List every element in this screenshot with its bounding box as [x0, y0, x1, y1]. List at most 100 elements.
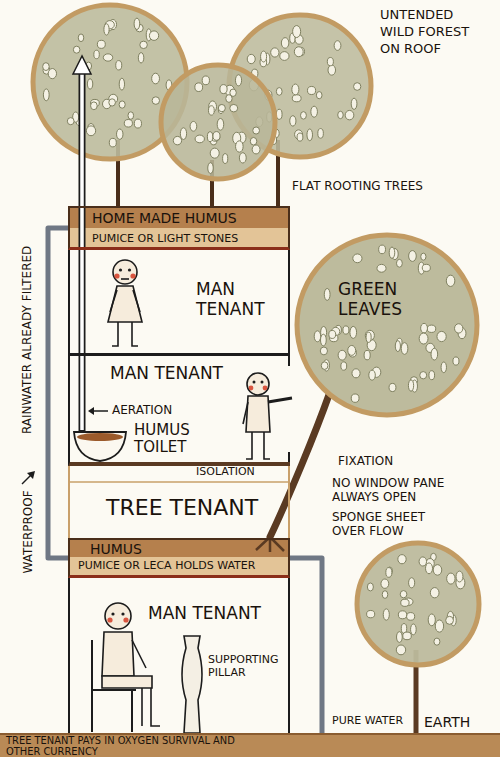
figure-thigh — [102, 676, 152, 688]
leaf-spot — [367, 583, 373, 591]
pillar-label: SUPPORTING PILLAR — [208, 654, 284, 679]
man-figure — [243, 373, 292, 459]
pumice-layer — [68, 228, 290, 250]
leaf-spot — [301, 112, 307, 119]
leaf-spot — [400, 591, 407, 598]
leaf-spot — [379, 245, 386, 254]
leaf-spot — [327, 58, 333, 66]
leaf-spot — [434, 638, 440, 645]
leaf-spot — [426, 563, 433, 574]
leaf-spot — [252, 145, 260, 154]
leaf-spots — [367, 553, 465, 654]
leaf-spot — [408, 380, 413, 391]
figure-cheek — [123, 617, 128, 622]
roof-note: UNTENDED WILD FOREST ON ROOF — [380, 6, 484, 57]
leaf-spot — [348, 345, 356, 355]
leaf-spot — [138, 53, 143, 63]
figure-cheek — [130, 273, 135, 278]
leaf-spot — [140, 41, 148, 48]
leaf-spot — [208, 106, 214, 115]
leaf-spot — [396, 259, 402, 267]
band-title: HOME MADE HUMUS — [92, 210, 237, 226]
leaf-spot — [318, 129, 324, 139]
room-label: TREE TENANT — [106, 495, 258, 520]
figure-cheek — [249, 386, 254, 391]
leaf-spot — [409, 251, 417, 262]
leaf-spot — [446, 616, 454, 624]
leca-layer — [68, 557, 290, 578]
leaf-spot — [369, 370, 376, 380]
leaf-spot — [401, 343, 408, 355]
layer-note: WATERPROOF — [21, 490, 35, 573]
leaf-spot — [428, 614, 435, 626]
figure-arm — [133, 290, 140, 312]
leaf-spot — [207, 132, 212, 142]
leaf-spot — [320, 347, 327, 355]
figure-eye — [121, 612, 124, 615]
leaf-spot — [236, 141, 244, 152]
leaf-spot — [383, 609, 389, 620]
leaf-spot — [431, 348, 438, 360]
earth-band: TREE TENANT PAYS IN OXYGEN SURVIVAL AND … — [0, 733, 500, 757]
figure-cheek — [107, 617, 112, 622]
figure-eye — [119, 268, 122, 271]
tree-room-box: TREE TENANT — [68, 482, 290, 538]
leaf-spot — [401, 599, 409, 606]
leaf-spot — [316, 92, 322, 99]
leaf-spot — [338, 111, 343, 118]
leaf-spot — [351, 98, 357, 109]
room-label: MAN TENANT — [148, 604, 261, 624]
humus-toilet — [74, 432, 126, 461]
leaf-spot — [314, 331, 320, 342]
leaf-spot — [294, 47, 303, 57]
leaf-spot — [292, 84, 299, 95]
leaf-spot — [366, 332, 371, 342]
figure-legs — [112, 322, 138, 346]
figure-eye — [111, 612, 114, 615]
tree-crown — [161, 65, 275, 179]
leaf-spot — [456, 571, 463, 582]
leaf-spot — [328, 65, 336, 75]
arrow-head — [27, 471, 35, 479]
leaf-spot — [223, 154, 228, 164]
leaf-spot — [411, 624, 417, 635]
leaf-spot — [119, 78, 124, 90]
leaf-spot — [276, 88, 282, 96]
tree-crown-disc — [161, 65, 275, 179]
leaf-spot — [397, 632, 403, 643]
figure-arm — [243, 402, 248, 424]
leaf-spot — [297, 133, 303, 141]
leaf-spot — [253, 127, 260, 134]
crown-label: GREEN LEAVES — [338, 280, 438, 319]
leaf-spot — [152, 73, 160, 84]
leaf-spot — [455, 324, 463, 333]
leaf-spot — [190, 121, 197, 131]
leaf-spot — [94, 50, 99, 58]
leaf-spot — [407, 613, 415, 621]
leaf-spot — [377, 264, 386, 272]
leaf-spot — [441, 362, 446, 373]
leaf-spot — [350, 326, 357, 338]
band-subtitle: PUMICE OR LIGHT STONES — [92, 233, 238, 246]
tree-crown-disc — [357, 543, 479, 665]
leaf-spot — [43, 89, 49, 101]
leaf-spot — [386, 568, 392, 578]
leaf-spot — [427, 325, 435, 332]
leaf-spot — [97, 40, 105, 48]
leaf-spot — [354, 83, 361, 91]
room-box: MAN TENANTAERATIONHUMUS TOILET — [68, 356, 290, 466]
leaf-spots — [314, 245, 466, 402]
leaf-spot — [195, 83, 203, 92]
earth-caption: TREE TENANT PAYS IN OXYGEN SURVIVAL AND … — [6, 735, 246, 757]
humus-band: HUMUSPUMICE OR LECA HOLDS WATER — [68, 538, 290, 578]
leaf-spot — [446, 275, 455, 286]
leaf-spot — [226, 95, 232, 103]
overflow-note: SPONGE SHEET OVER FLOW — [332, 510, 442, 538]
leaf-spot — [396, 645, 405, 655]
leaf-spot — [353, 254, 362, 263]
leaf-spot — [430, 588, 439, 598]
drain-pipe — [48, 228, 68, 558]
figure-head — [247, 373, 269, 395]
leaf-spot — [321, 362, 328, 370]
